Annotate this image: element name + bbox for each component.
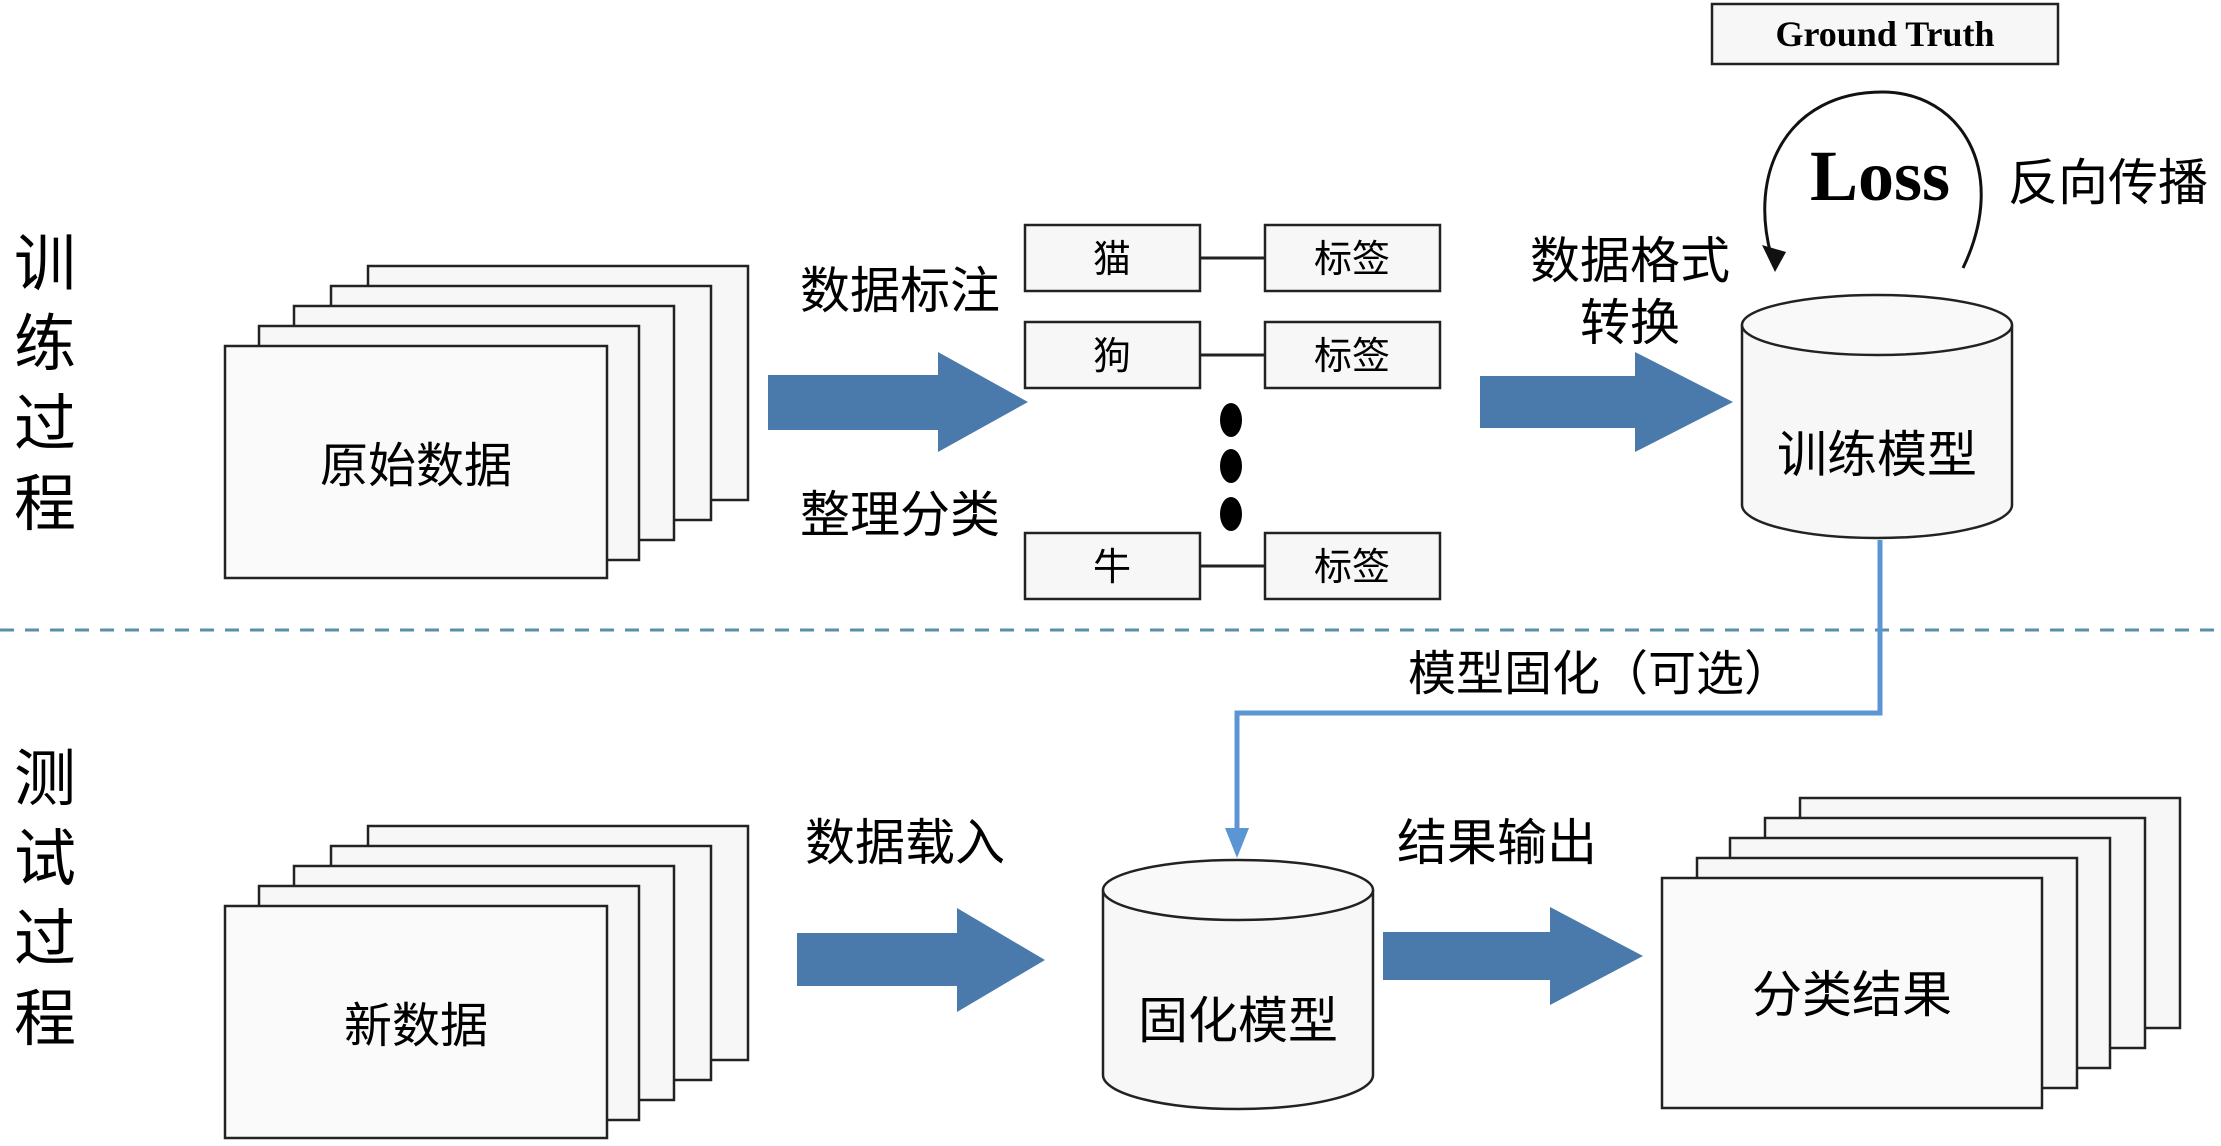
item-box (1023, 320, 1202, 390)
testing-label-char-3: 过 (14, 902, 76, 975)
tag-label: 标签 (1314, 545, 1390, 589)
new-data-label: 新数据 (344, 998, 488, 1054)
item-box (1023, 223, 1202, 293)
output-label: 结果输出 (1397, 814, 1597, 872)
training-model-cylinder: 训练模型 (1740, 293, 2014, 540)
raw-data-label: 原始数据 (320, 438, 512, 494)
ground-truth-box (1710, 2, 2060, 66)
raw-data-stack: 原始数据 (223, 264, 750, 580)
cylinder-top (1101, 858, 1375, 922)
result-stack: 分类结果 (1660, 796, 2182, 1110)
training-section-label: 训 练 过 程 (14, 227, 76, 540)
cylinder-body (1101, 890, 1375, 1111)
new-data-stack: 新数据 (223, 824, 750, 1140)
tag-label: 标签 (1314, 237, 1390, 281)
training-label-char-3: 过 (14, 387, 76, 460)
output-arrow (1383, 907, 1643, 1005)
new-data-box (223, 904, 609, 1140)
label-pair-cat: 猫 标签 (1023, 223, 1442, 293)
loss-loop-curve (1763, 90, 1983, 269)
result-box (1660, 876, 2044, 1110)
training-model-label: 训练模型 (1777, 426, 1977, 484)
tag-box (1263, 320, 1442, 390)
training-label-char-1: 训 (14, 227, 76, 300)
cylinder-body (1740, 325, 2014, 540)
loss-label: Loss (1810, 136, 1950, 216)
item-box (1023, 531, 1202, 601)
loss-loop-arrowhead (1762, 245, 1786, 272)
testing-label-char-4: 程 (14, 982, 76, 1055)
label-pair-dog: 狗 标签 (1023, 320, 1442, 390)
annotate-label: 数据标注 (800, 262, 1000, 320)
load-label: 数据载入 (805, 814, 1005, 872)
tag-label: 标签 (1314, 334, 1390, 378)
tag-box (1263, 531, 1442, 601)
training-label-char-2: 练 (14, 307, 76, 380)
training-label-char-4: 程 (14, 467, 76, 540)
solidify-arrowhead (1225, 828, 1249, 858)
testing-label-char-1: 测 (14, 742, 76, 815)
ground-truth-label: Ground Truth (1775, 14, 1994, 54)
fixed-model-label: 固化模型 (1138, 992, 1338, 1050)
item-label: 猫 (1093, 237, 1131, 281)
format-label-line1: 数据格式 (1530, 232, 1730, 290)
format-arrow (1480, 352, 1733, 452)
backprop-label: 反向传播 (2008, 154, 2208, 212)
item-label: 牛 (1093, 545, 1131, 589)
load-arrow (797, 908, 1045, 1012)
testing-section-label: 测 试 过 程 (14, 742, 76, 1055)
solidify-label: 模型固化（可选） (1408, 646, 1792, 702)
result-label: 分类结果 (1752, 966, 1952, 1024)
tag-box (1263, 223, 1442, 293)
cylinder-top (1740, 293, 2014, 357)
testing-label-char-2: 试 (14, 822, 76, 895)
annotate-arrow (768, 352, 1028, 452)
organize-label: 整理分类 (800, 486, 1000, 544)
item-label: 狗 (1093, 334, 1131, 378)
label-pair-cow: 牛 标签 (1023, 531, 1442, 601)
fixed-model-cylinder: 固化模型 (1101, 858, 1375, 1111)
dot (1220, 403, 1242, 437)
solidify-connector (1234, 540, 1883, 830)
dot (1220, 497, 1242, 531)
raw-data-box (223, 344, 609, 580)
format-label-line2: 转换 (1580, 294, 1680, 352)
ellipsis-dots (1220, 403, 1242, 531)
dot (1220, 449, 1242, 483)
